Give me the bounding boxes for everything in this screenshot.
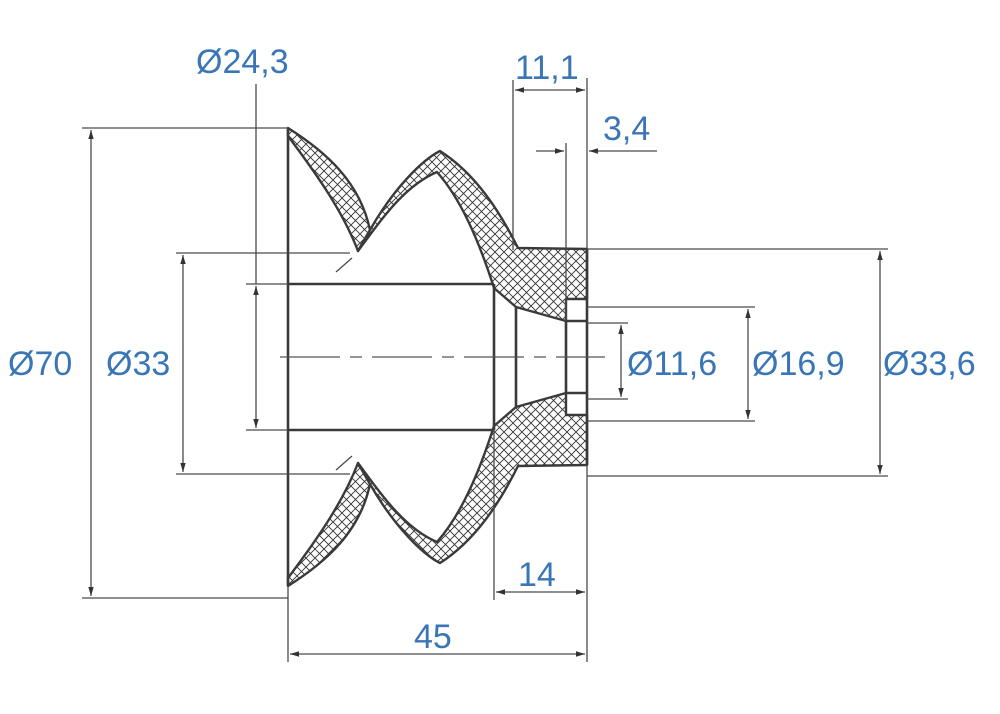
label-d16-9: Ø16,9 (752, 345, 845, 383)
upper-lip-hatch (286, 126, 372, 253)
lower-lip-hatch (286, 461, 372, 588)
lower-bellow-hatch (356, 391, 589, 565)
label-3-4: 3,4 (603, 110, 650, 148)
upper-bellow-hatch (356, 149, 589, 323)
label-d33: Ø33 (106, 345, 170, 383)
label-d11-6: Ø11,6 (627, 345, 717, 383)
dimension-labels: Ø24,3 11,1 3,4 Ø70 Ø33 Ø11,6 Ø16,9 Ø33,6… (8, 43, 976, 656)
section-lower (286, 391, 589, 588)
label-11-1: 11,1 (515, 49, 579, 87)
label-14: 14 (518, 556, 556, 594)
extension-lines (82, 78, 888, 662)
section-upper (286, 126, 589, 323)
label-d70: Ø70 (8, 345, 72, 383)
dimension-lines (88, 84, 883, 657)
label-d33-6: Ø33,6 (883, 345, 976, 383)
label-45: 45 (414, 618, 452, 656)
label-d24-3: Ø24,3 (196, 43, 289, 81)
